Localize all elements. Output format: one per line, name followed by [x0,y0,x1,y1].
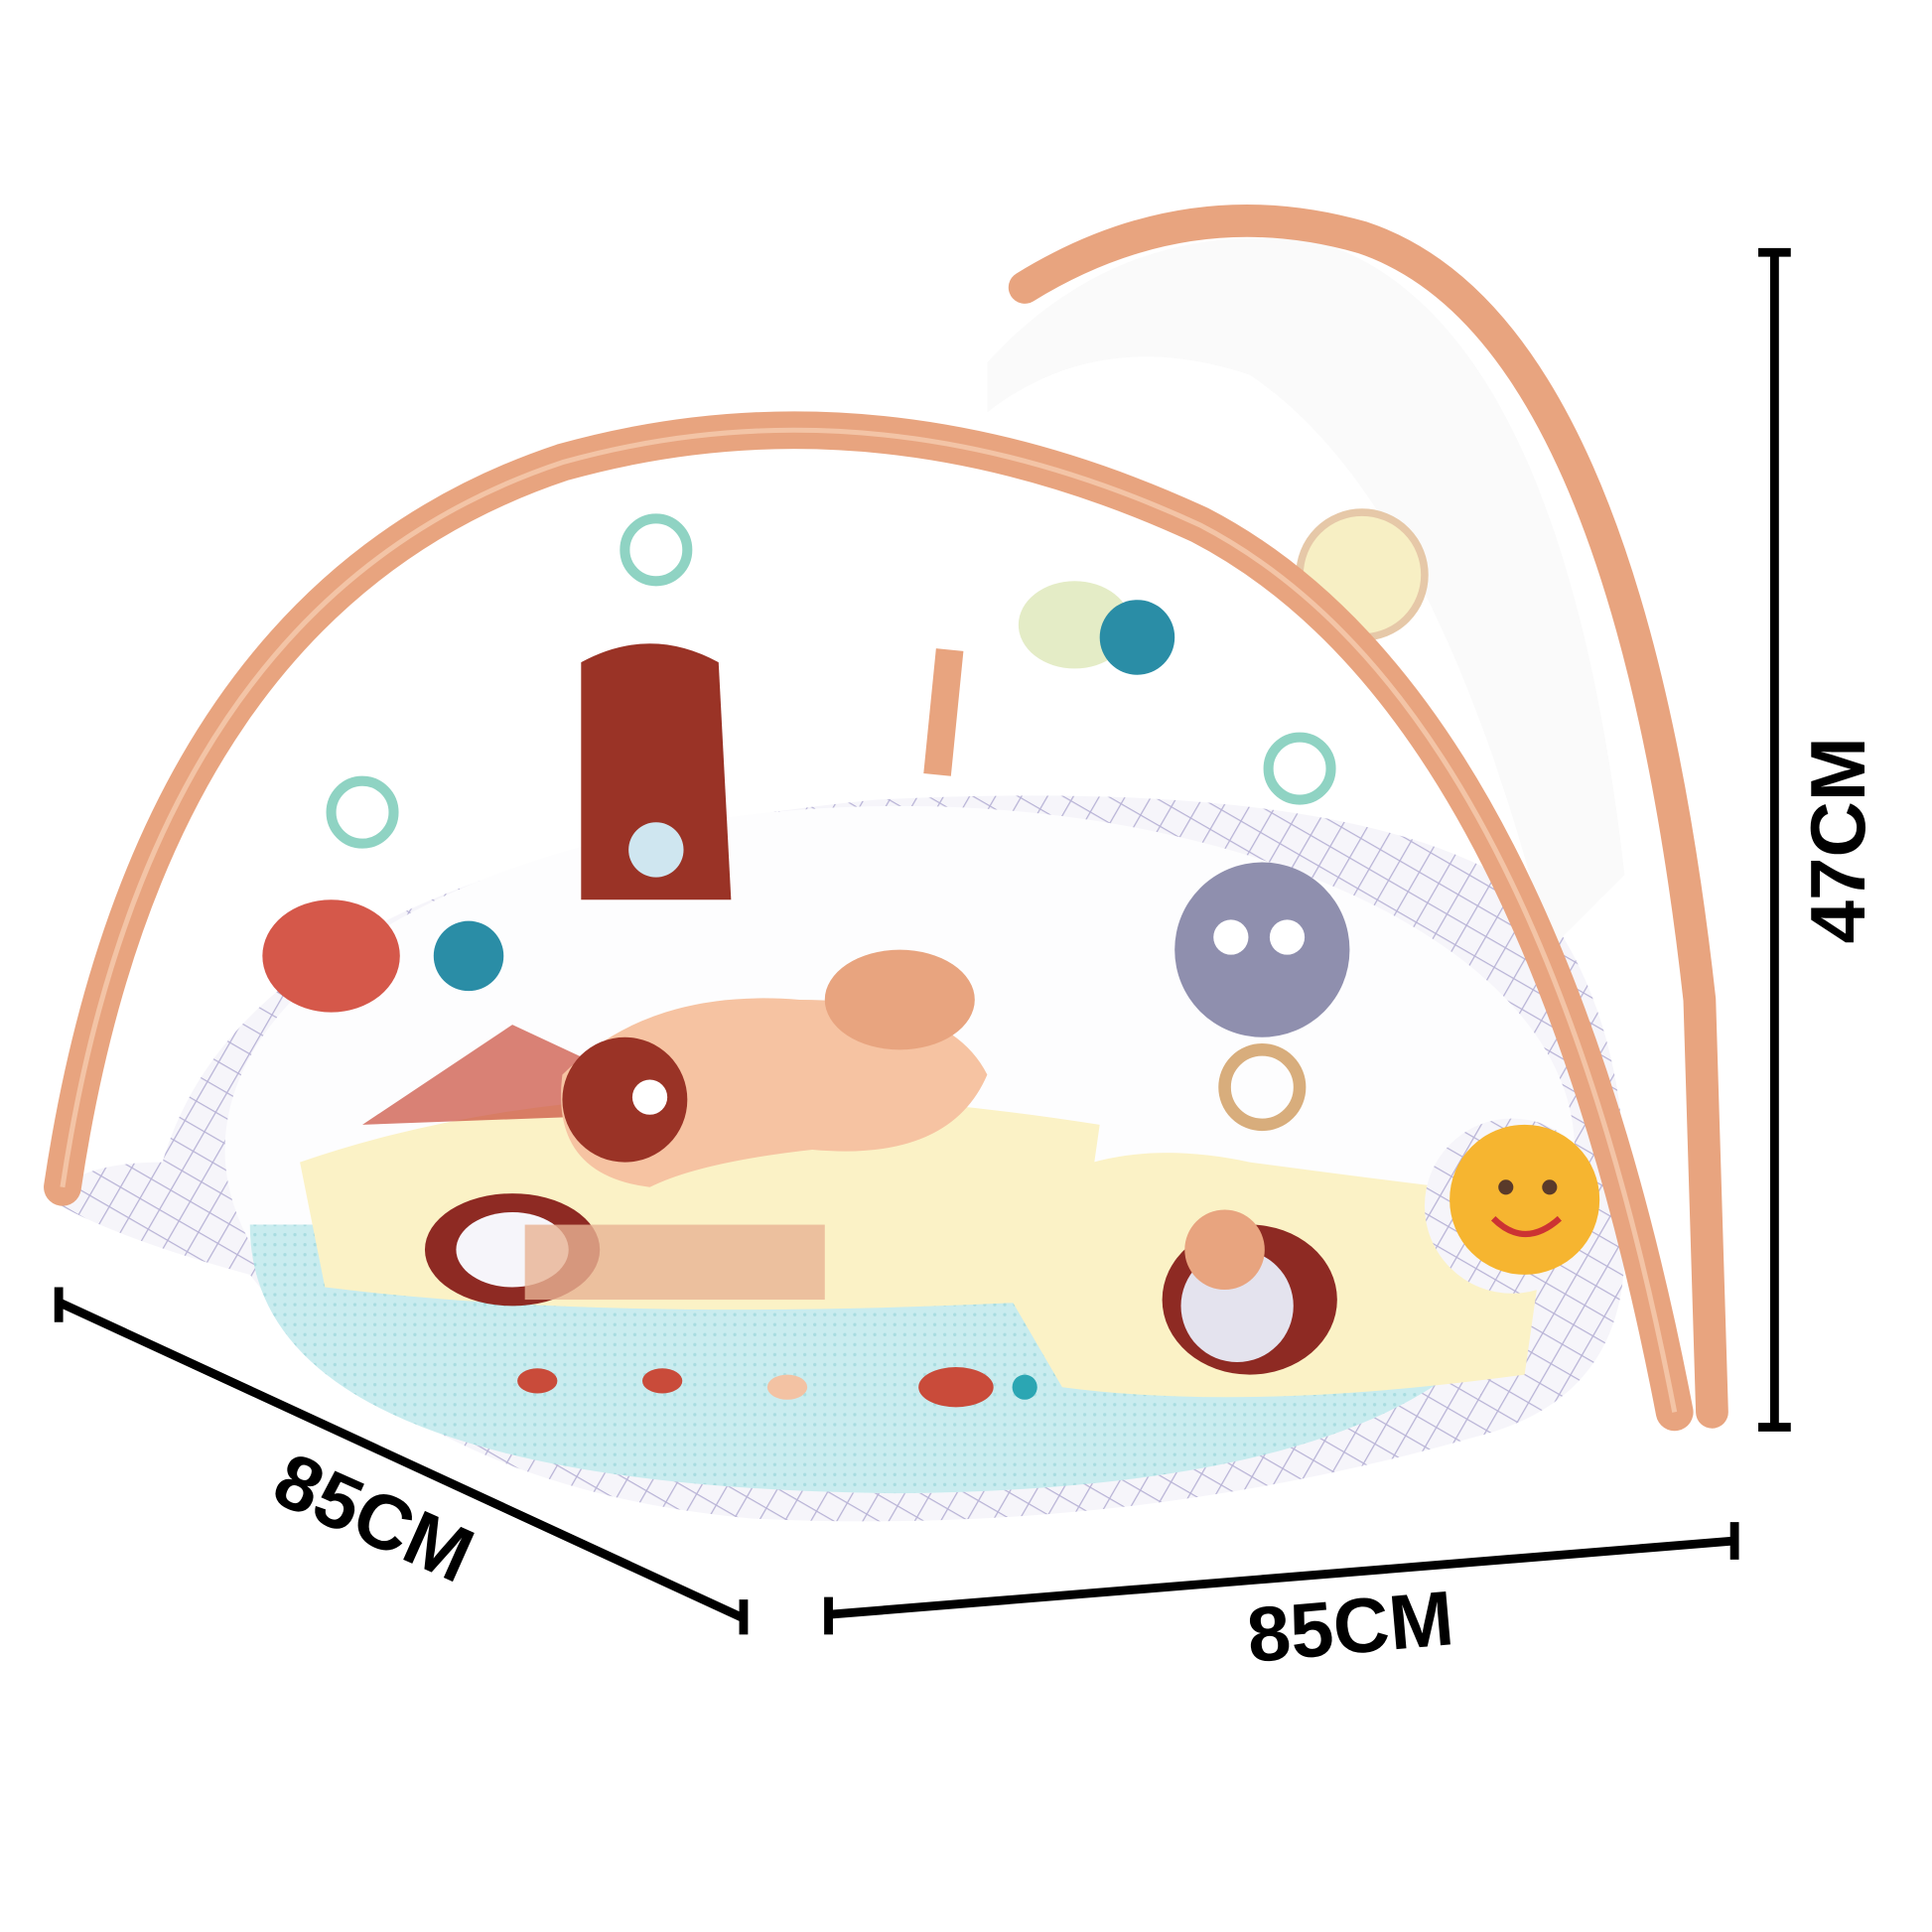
ring-toy [620,513,693,587]
front-arch [44,411,1694,1432]
turtle-toy [262,899,400,1013]
sun-mirror-toy [1424,1118,1600,1294]
depth-label: 85CM [262,1436,486,1599]
raccoon-toy [1174,862,1350,1037]
dimension-height: 47CM [1758,247,1881,1432]
bear-toy [581,643,732,900]
height-label: 47CM [1794,737,1881,943]
turtle-prints [517,1367,1037,1408]
hanging-toys [262,513,1350,1132]
play-mat [50,795,1626,1522]
width-label: 85CM [1244,1574,1457,1679]
dimension-width: 85CM [824,1522,1739,1679]
